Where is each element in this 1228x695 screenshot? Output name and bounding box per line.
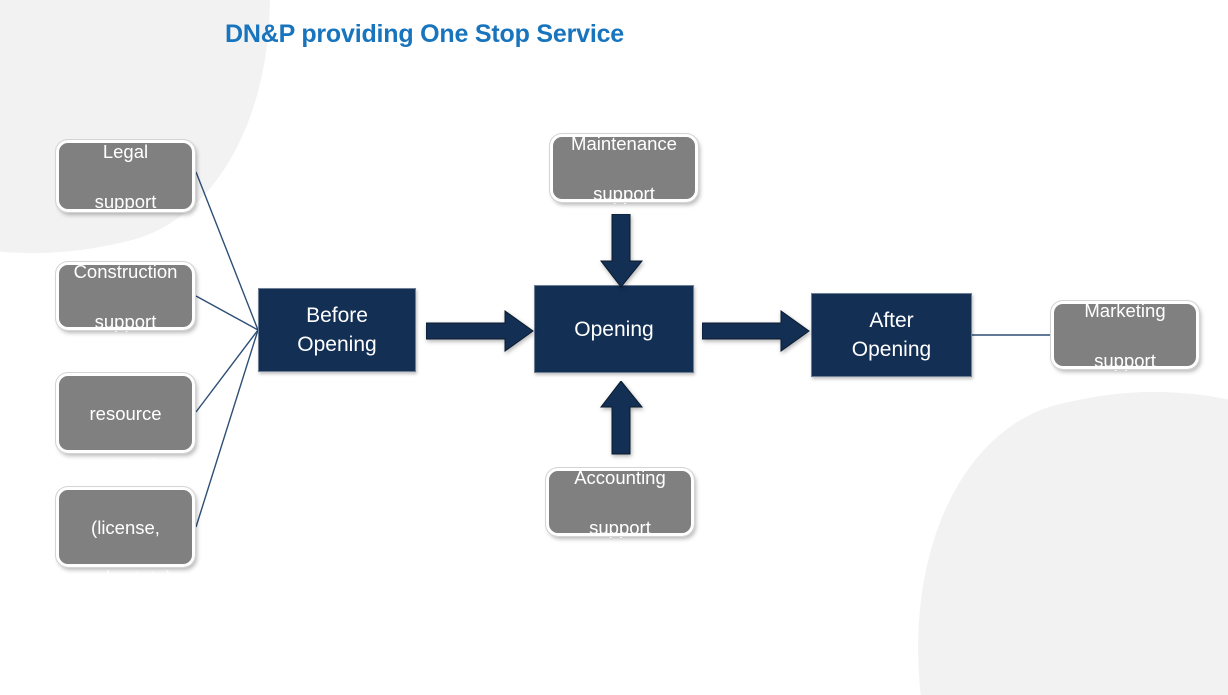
process-label-line2: Opening <box>851 338 932 361</box>
process-box-opening[interactable]: Opening <box>534 285 694 373</box>
support-box-accounting[interactable]: Accounting support <box>545 466 695 538</box>
process-label: Opening <box>574 317 654 341</box>
support-label-line1: Human <box>95 352 156 374</box>
support-label-line2: support <box>1094 349 1156 371</box>
support-box-maintenance[interactable]: Maintenance support <box>549 132 699 204</box>
support-label-line2: support <box>593 182 655 204</box>
connector-legal-to-before <box>195 171 259 331</box>
process-label-line2: Opening <box>297 333 377 356</box>
process-box-before-opening[interactable]: Before Opening <box>258 288 416 372</box>
support-label-line2: support <box>94 310 157 332</box>
support-label-line1: Marketing <box>1084 299 1166 321</box>
support-box-marketing[interactable]: Marketing support <box>1050 299 1200 371</box>
support-label-line2: support <box>94 190 157 212</box>
arrow-up-icon-accounting-to-opening <box>599 381 644 455</box>
arrow-down-icon-maintenance-to-opening <box>599 214 644 288</box>
support-label-line1: Others <box>97 466 154 488</box>
process-box-after-opening[interactable]: After Opening <box>811 293 972 377</box>
support-label-line1: Accounting <box>574 466 666 488</box>
support-box-construction[interactable]: Construction support <box>55 260 196 332</box>
support-label-line1: Legal <box>102 140 149 162</box>
support-label-line3: support <box>94 452 157 474</box>
page-title: DN&P providing One Stop Service <box>225 20 624 48</box>
support-box-others[interactable]: Others (license, real estate) <box>55 467 196 588</box>
process-label-line1: After <box>869 309 914 332</box>
support-label-line2: (license, <box>91 516 160 538</box>
arrow-right-icon-before-to-opening <box>426 310 534 352</box>
connector-hr-to-before <box>195 329 259 413</box>
support-label-line3: real estate) <box>79 566 172 588</box>
connector-construction-to-before <box>195 295 259 331</box>
support-label-line2: resource <box>89 402 162 424</box>
process-label-line1: Before <box>306 304 368 327</box>
support-box-legal[interactable]: Legal support <box>55 139 196 213</box>
support-label-line1: Construction <box>73 260 178 282</box>
support-box-human-resource[interactable]: Human resource support <box>55 353 196 474</box>
connector-others-to-before <box>195 329 259 528</box>
support-label-line2: support <box>589 516 651 538</box>
arrow-right-icon-opening-to-after <box>702 310 810 352</box>
support-label-line1: Maintenance <box>571 132 677 154</box>
